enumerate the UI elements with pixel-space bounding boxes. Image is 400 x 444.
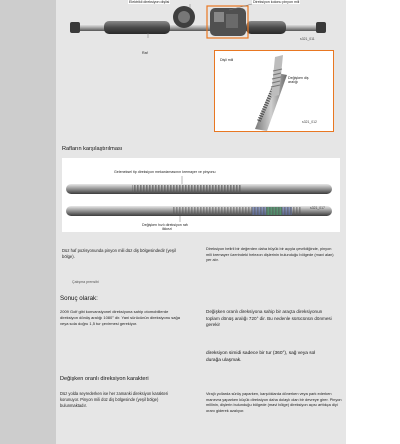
- result-highlight: direksiyon simidi sadece bir tur (360°),…: [206, 351, 316, 363]
- label-column-shaft: Direksiyon kolonu pinyon mili: [252, 0, 301, 5]
- label-rack: Raf: [142, 51, 148, 55]
- characteristics-turning: Virajlı yollarda sürüş yaparken, karşılı…: [206, 391, 342, 413]
- label-conventional-rack: Geleneksel tip direksiyon mekanizmasının…: [114, 170, 216, 174]
- label-variable-rack: Değişken hızlı direksiyon rafı ilkkezi: [142, 223, 188, 232]
- figure2-code: s321_012: [302, 120, 317, 124]
- rack-comparison-illustration: [66, 176, 332, 222]
- figure-steering-assembly: [64, 0, 337, 46]
- figure-pinion-detail: [214, 50, 334, 132]
- characteristics-straight: Düz yolda seyrederken ise her zamanki di…: [60, 391, 169, 408]
- label-variable-tooth-line2: aralığı: [288, 80, 298, 85]
- document-page: Elektrikli direksiyon dişlisi Direksiyon…: [56, 0, 346, 444]
- steering-assembly-illustration: [70, 3, 326, 39]
- pinion-rack-illustration: [255, 55, 287, 131]
- rack-figure-code: s321_017: [310, 206, 325, 210]
- figure1-code: s321_011: [300, 37, 315, 41]
- label-variable-rack-line1: Değişken hızlı direksiyon rafı: [142, 223, 188, 227]
- right-margin: [346, 0, 400, 444]
- result-conventional: 2009 Golf gibi konvansiyonel direksiyona…: [60, 309, 180, 326]
- explain-straight: Düz haf pozisyonunda pinyon mili düz diş…: [62, 248, 176, 260]
- label-variable-tooth: Değişken diş aralığı: [288, 76, 309, 85]
- left-sidebar: [0, 0, 56, 444]
- label-variable-tooth-line1: Değişken diş: [288, 76, 309, 80]
- result-variable: Değişken oranlı direksiyona sahip bir ar…: [206, 309, 332, 328]
- rack-comparison-title: Rafların karşılaştırılması: [62, 146, 123, 152]
- result-title: Sonuç olarak:: [60, 295, 98, 302]
- characteristics-title: Değişken oranlı direksiyon karakteri: [60, 376, 149, 382]
- figure-rack-comparison: [62, 158, 340, 232]
- working-principle-link[interactable]: Çalışma prensibi: [72, 280, 99, 284]
- label-variable-rack-line2: ilkkezi: [162, 227, 172, 232]
- label-pinion: Dişli mili: [220, 58, 234, 62]
- explain-turning: Direksiyon belirli bir değerden daha büy…: [206, 246, 334, 263]
- label-motor-gear: Elektrikli direksiyon dişlisi: [128, 0, 171, 5]
